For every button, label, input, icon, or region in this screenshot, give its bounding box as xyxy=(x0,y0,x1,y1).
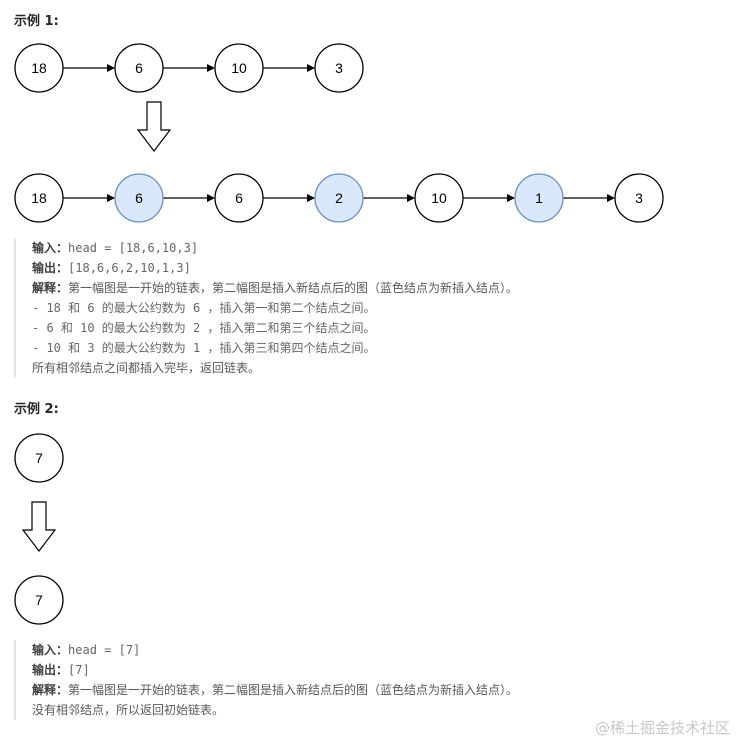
arrow-right-icon xyxy=(107,64,115,72)
input-value: head = [18,6,10,3] xyxy=(68,241,199,255)
output-value: [18,6,6,2,10,1,3] xyxy=(68,261,191,275)
list-node: 3 xyxy=(314,43,364,93)
example-1-io-block: 输入：head = [18,6,10,3] 输出：[18,6,6,2,10,1,… xyxy=(14,238,518,378)
example-2-conclusion: 没有相邻结点，所以返回初始链表。 xyxy=(32,703,225,717)
explain-label: 解释： xyxy=(32,683,69,697)
node-value: 6 xyxy=(235,190,243,206)
arrow-right-icon xyxy=(207,64,215,72)
node-value: 7 xyxy=(35,592,43,608)
output-label: 输出： xyxy=(32,663,69,677)
watermark: @稀土掘金技术社区 xyxy=(594,719,730,737)
example-1-input-line: 输入：head = [18,6,10,3] xyxy=(32,238,518,258)
node-value: 18 xyxy=(31,60,47,76)
node-circle xyxy=(14,433,64,483)
node-circle xyxy=(114,173,164,223)
node-value: 6 xyxy=(135,190,143,206)
node-value: 10 xyxy=(231,60,247,76)
arrow-right-icon xyxy=(107,194,115,202)
list-node: 7 xyxy=(14,433,64,483)
example-2-after-list: 7 xyxy=(14,575,64,625)
down-arrow-icon xyxy=(21,501,57,552)
example-1-step-3: - 10 和 3 的最大公约数为 1 ，插入第三和第四个结点之间。 xyxy=(32,341,376,355)
node-circle xyxy=(14,173,64,223)
example-2-explain-line: 解释：第一幅图是一开始的链表，第二幅图是插入新结点后的图（蓝色结点为新插入结点）… xyxy=(32,680,518,700)
output-label: 输出： xyxy=(32,261,69,275)
node-circle xyxy=(314,173,364,223)
example-1-output-line: 输出：[18,6,6,2,10,1,3] xyxy=(32,258,518,278)
down-arrow-icon xyxy=(136,101,172,152)
example-2-title: 示例 2: xyxy=(14,402,59,417)
example-1-step-2: - 6 和 10 的最大公约数为 2 ，插入第二和第三个结点之间。 xyxy=(32,321,376,335)
node-value: 7 xyxy=(35,450,43,466)
node-circle xyxy=(214,43,264,93)
node-circle xyxy=(214,173,264,223)
node-circle xyxy=(14,43,64,93)
node-circle xyxy=(414,173,464,223)
input-value: head = [7] xyxy=(68,643,141,657)
example-2-before-list: 7 xyxy=(14,433,64,483)
list-node: 10 xyxy=(414,173,464,223)
example-2-io-block: 输入：head = [7] 输出：[7] 解释：第一幅图是一开始的链表，第二幅图… xyxy=(14,640,518,720)
example-2-output-line: 输出：[7] xyxy=(32,660,518,680)
output-value: [7] xyxy=(68,663,90,677)
arrow-right-icon xyxy=(207,194,215,202)
node-value: 3 xyxy=(635,190,643,206)
list-node: 6 xyxy=(114,43,164,93)
arrow-right-icon xyxy=(607,194,615,202)
inserted-list-node: 6 xyxy=(114,173,164,223)
arrow-right-icon xyxy=(307,194,315,202)
example-1-explain-line: 解释：第一幅图是一开始的链表，第二幅图是插入新结点后的图（蓝色结点为新插入结点）… xyxy=(32,278,518,298)
list-node: 18 xyxy=(14,173,64,223)
example-1-transform-arrow xyxy=(136,101,172,152)
list-node: 18 xyxy=(14,43,64,93)
inserted-list-node: 2 xyxy=(314,173,364,223)
node-circle xyxy=(514,173,564,223)
example-2-transform-arrow xyxy=(21,501,57,552)
inserted-list-node: 1 xyxy=(514,173,564,223)
arrow-right-icon xyxy=(307,64,315,72)
arrow-right-icon xyxy=(407,194,415,202)
node-value: 2 xyxy=(335,190,343,206)
example-1-title: 示例 1: xyxy=(14,14,59,29)
node-circle xyxy=(14,575,64,625)
list-node: 3 xyxy=(614,173,664,223)
node-value: 18 xyxy=(31,190,47,206)
arrow-right-icon xyxy=(507,194,515,202)
example-1-before-list: 18 6 10 3 xyxy=(14,43,364,93)
input-label: 输入： xyxy=(32,241,69,255)
node-circle xyxy=(614,173,664,223)
input-label: 输入： xyxy=(32,643,69,657)
example-1-conclusion: 所有相邻结点之间都插入完毕，返回链表。 xyxy=(32,361,261,375)
example-1-after-list: 18 6 6 2 10 1 3 xyxy=(14,173,664,223)
node-value: 6 xyxy=(135,60,143,76)
node-value: 10 xyxy=(431,190,447,206)
explain-text: 第一幅图是一开始的链表，第二幅图是插入新结点后的图（蓝色结点为新插入结点）。 xyxy=(68,281,519,295)
node-circle xyxy=(114,43,164,93)
node-value: 3 xyxy=(335,60,343,76)
list-node: 10 xyxy=(214,43,264,93)
node-circle xyxy=(314,43,364,93)
node-value: 1 xyxy=(535,190,543,206)
list-node: 6 xyxy=(214,173,264,223)
example-1-step-1: - 18 和 6 的最大公约数为 6 ，插入第一和第二个结点之间。 xyxy=(32,301,376,315)
example-2-input-line: 输入：head = [7] xyxy=(32,640,518,660)
list-node: 7 xyxy=(14,575,64,625)
explain-label: 解释： xyxy=(32,281,69,295)
explain-text: 第一幅图是一开始的链表，第二幅图是插入新结点后的图（蓝色结点为新插入结点）。 xyxy=(68,683,519,697)
